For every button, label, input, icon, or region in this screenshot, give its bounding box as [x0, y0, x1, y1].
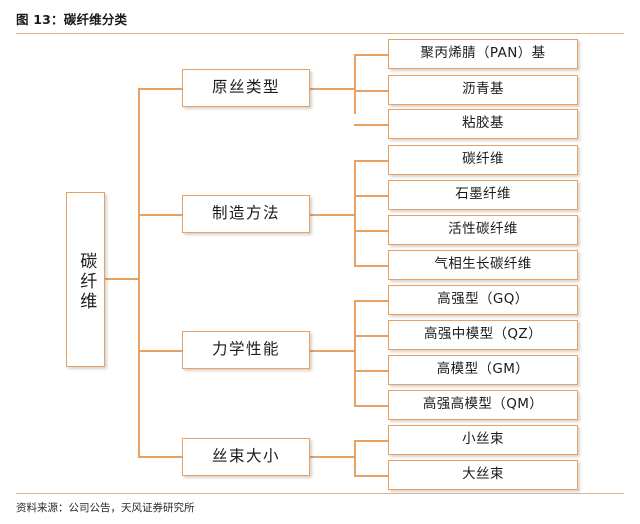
connector-trunk-level1: [138, 88, 140, 338]
figure-title: 图 13：碳纤维分类: [16, 12, 128, 27]
node-leaf-viscose-based[interactable]: 粘胶基: [388, 109, 578, 139]
node-leaf-label: 高强高模型（QM）: [422, 396, 544, 413]
node-root-label: 碳纤维: [76, 251, 97, 312]
connector-subtrunk-2: [354, 160, 356, 265]
title-divider: [16, 33, 624, 34]
node-leaf-label: 高模型（GM）: [436, 361, 530, 378]
node-leaf-vapor-grown-carbon-fiber[interactable]: 气相生长碳纤维: [388, 250, 578, 280]
connector-subtrunk-3: [354, 300, 356, 405]
connector-trunk-to-category-1: [138, 88, 184, 90]
node-leaf-pitch-based[interactable]: 沥青基: [388, 75, 578, 105]
connector-leaf-2-2: [354, 195, 390, 197]
connector-category-4-out: [310, 456, 356, 458]
node-leaf-label: 聚丙烯腈（PAN）基: [420, 45, 546, 62]
node-leaf-label: 大丝束: [462, 466, 504, 483]
node-category-label: 原丝类型: [211, 78, 280, 97]
connector-category-1-out: [310, 88, 356, 90]
connector-leaf-3-4: [354, 405, 390, 407]
node-category-mechanical-property[interactable]: 力学性能: [182, 331, 310, 369]
connector-leaf-2-1: [354, 160, 390, 162]
connector-subtrunk-1: [354, 54, 356, 114]
connector-leaf-4-2: [354, 475, 390, 477]
node-leaf-pan-based[interactable]: 聚丙烯腈（PAN）基: [388, 39, 578, 69]
node-leaf-carbon-fiber[interactable]: 碳纤维: [388, 145, 578, 175]
node-leaf-activated-carbon-fiber[interactable]: 活性碳纤维: [388, 215, 578, 245]
node-category-manufacturing-method[interactable]: 制造方法: [182, 195, 310, 233]
node-category-label: 力学性能: [211, 340, 280, 359]
connector-leaf-3-3: [354, 370, 390, 372]
connector-trunk-to-category-4: [138, 456, 184, 458]
source-divider: [16, 493, 624, 494]
connector-leaf-4-1: [354, 440, 390, 442]
node-leaf-label: 粘胶基: [462, 115, 504, 132]
connector-leaf-2-3: [354, 230, 390, 232]
connector-trunk-level1-lower: [138, 338, 140, 457]
node-leaf-high-strength-intermediate-modulus-qz[interactable]: 高强中模型（QZ）: [388, 320, 578, 350]
connector-subtrunk-4: [354, 440, 356, 475]
connector-leaf-1-3: [354, 124, 390, 126]
node-leaf-high-strength-high-modulus-qm[interactable]: 高强高模型（QM）: [388, 390, 578, 420]
node-leaf-label: 沥青基: [462, 81, 504, 98]
node-category-label: 制造方法: [211, 204, 280, 223]
node-category-label: 丝束大小: [211, 447, 280, 466]
node-leaf-label: 高强型（GQ）: [437, 291, 529, 308]
node-leaf-label: 碳纤维: [462, 151, 504, 168]
connector-leaf-3-1: [354, 300, 390, 302]
connector-leaf-1-1: [354, 54, 390, 56]
figure-source: 资料来源：公司公告，天风证券研究所: [16, 502, 195, 514]
connector-trunk-to-category-3: [138, 350, 184, 352]
node-leaf-label: 活性碳纤维: [448, 221, 518, 238]
connector-category-2-out: [310, 214, 356, 216]
connector-trunk-to-category-2: [138, 214, 184, 216]
connector-category-3-out: [310, 350, 356, 352]
node-leaf-high-modulus-gm[interactable]: 高模型（GM）: [388, 355, 578, 385]
node-category-raw-fiber-type[interactable]: 原丝类型: [182, 69, 310, 107]
node-leaf-label: 气相生长碳纤维: [434, 256, 532, 273]
node-leaf-label: 高强中模型（QZ）: [424, 326, 542, 343]
carbon-fiber-classification-diagram: 碳纤维 原丝类型 制造方法 力学性能 丝束大小 聚丙烯腈（PAN）基 沥青基 粘…: [0, 34, 640, 492]
connector-root-to-trunk: [105, 278, 140, 280]
node-root-carbon-fiber[interactable]: 碳纤维: [66, 192, 105, 367]
node-leaf-large-tow[interactable]: 大丝束: [388, 460, 578, 490]
node-leaf-graphite-fiber[interactable]: 石墨纤维: [388, 180, 578, 210]
node-category-tow-size[interactable]: 丝束大小: [182, 438, 310, 476]
node-leaf-small-tow[interactable]: 小丝束: [388, 425, 578, 455]
connector-leaf-1-2: [354, 90, 390, 92]
connector-leaf-2-4: [354, 265, 390, 267]
node-leaf-label: 小丝束: [462, 431, 504, 448]
node-leaf-label: 石墨纤维: [455, 186, 511, 203]
connector-leaf-3-2: [354, 335, 390, 337]
node-leaf-high-strength-gq[interactable]: 高强型（GQ）: [388, 285, 578, 315]
